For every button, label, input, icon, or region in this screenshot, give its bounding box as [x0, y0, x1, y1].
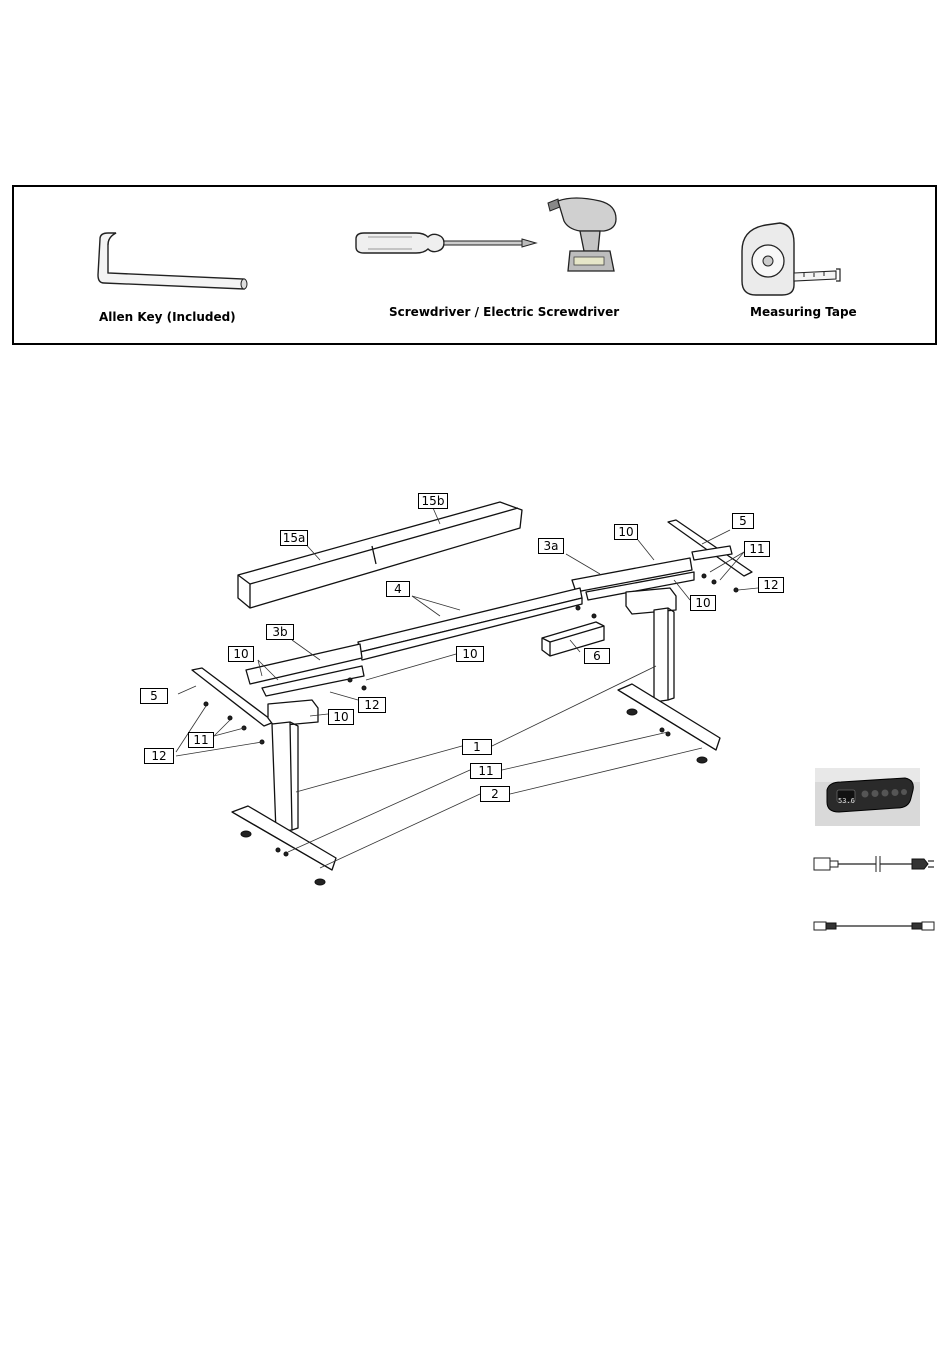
callout-11-left: 11: [188, 732, 214, 748]
callout-5-right: 5: [732, 513, 754, 529]
measuring-tape-label: Measuring Tape: [750, 305, 857, 319]
callout-10-left-bottom: 10: [328, 709, 354, 725]
callout-1: 1: [462, 739, 492, 755]
callout-11-right: 11: [744, 541, 770, 557]
tools-box: Allen Key (Included) Screwdriver / Elect…: [12, 185, 937, 345]
extension-cable-icon: [812, 918, 937, 934]
callout-4: 4: [386, 581, 410, 597]
cover-15: [238, 502, 522, 608]
callout-12-left-middle: 12: [358, 697, 386, 713]
callout-3b: 3b: [266, 624, 294, 640]
electric-drill-icon: [544, 195, 624, 275]
screwdriver-icon: [352, 227, 542, 267]
allen-key-icon: [94, 229, 254, 299]
callout-11-bottom: 11: [470, 763, 502, 779]
callout-12-left: 12: [144, 748, 174, 764]
left-motor-head: [268, 700, 318, 726]
callout-2: 2: [480, 786, 510, 802]
left-leg-column: [272, 722, 292, 832]
callout-10-top-right: 10: [614, 524, 638, 540]
callout-3a: 3a: [538, 538, 564, 554]
power-cord-icon: [812, 850, 937, 878]
measuring-tape-icon: [732, 215, 842, 305]
callout-5-left: 5: [140, 688, 168, 704]
callout-15b: 15b: [418, 493, 448, 509]
right-leg-column: [654, 608, 668, 702]
handset-display-value: 53.6: [838, 797, 855, 805]
callout-10-left: 10: [228, 646, 254, 662]
handset-drawing: [815, 768, 920, 826]
handset-controller: 53.6: [815, 768, 920, 826]
allen-key-label: Allen Key (Included): [99, 310, 236, 324]
callout-12-right: 12: [758, 577, 784, 593]
callout-6: 6: [584, 648, 610, 664]
exploded-frame-diagram: 15b 15a 3a 10 5 11 12 10 4 3b 10 10 6 5 …: [0, 480, 950, 940]
frame-drawing: [0, 480, 950, 940]
callout-10-middle: 10: [456, 646, 484, 662]
screwdriver-label: Screwdriver / Electric Screwdriver: [389, 305, 619, 319]
callout-15a: 15a: [280, 530, 308, 546]
callout-10-right: 10: [690, 595, 716, 611]
